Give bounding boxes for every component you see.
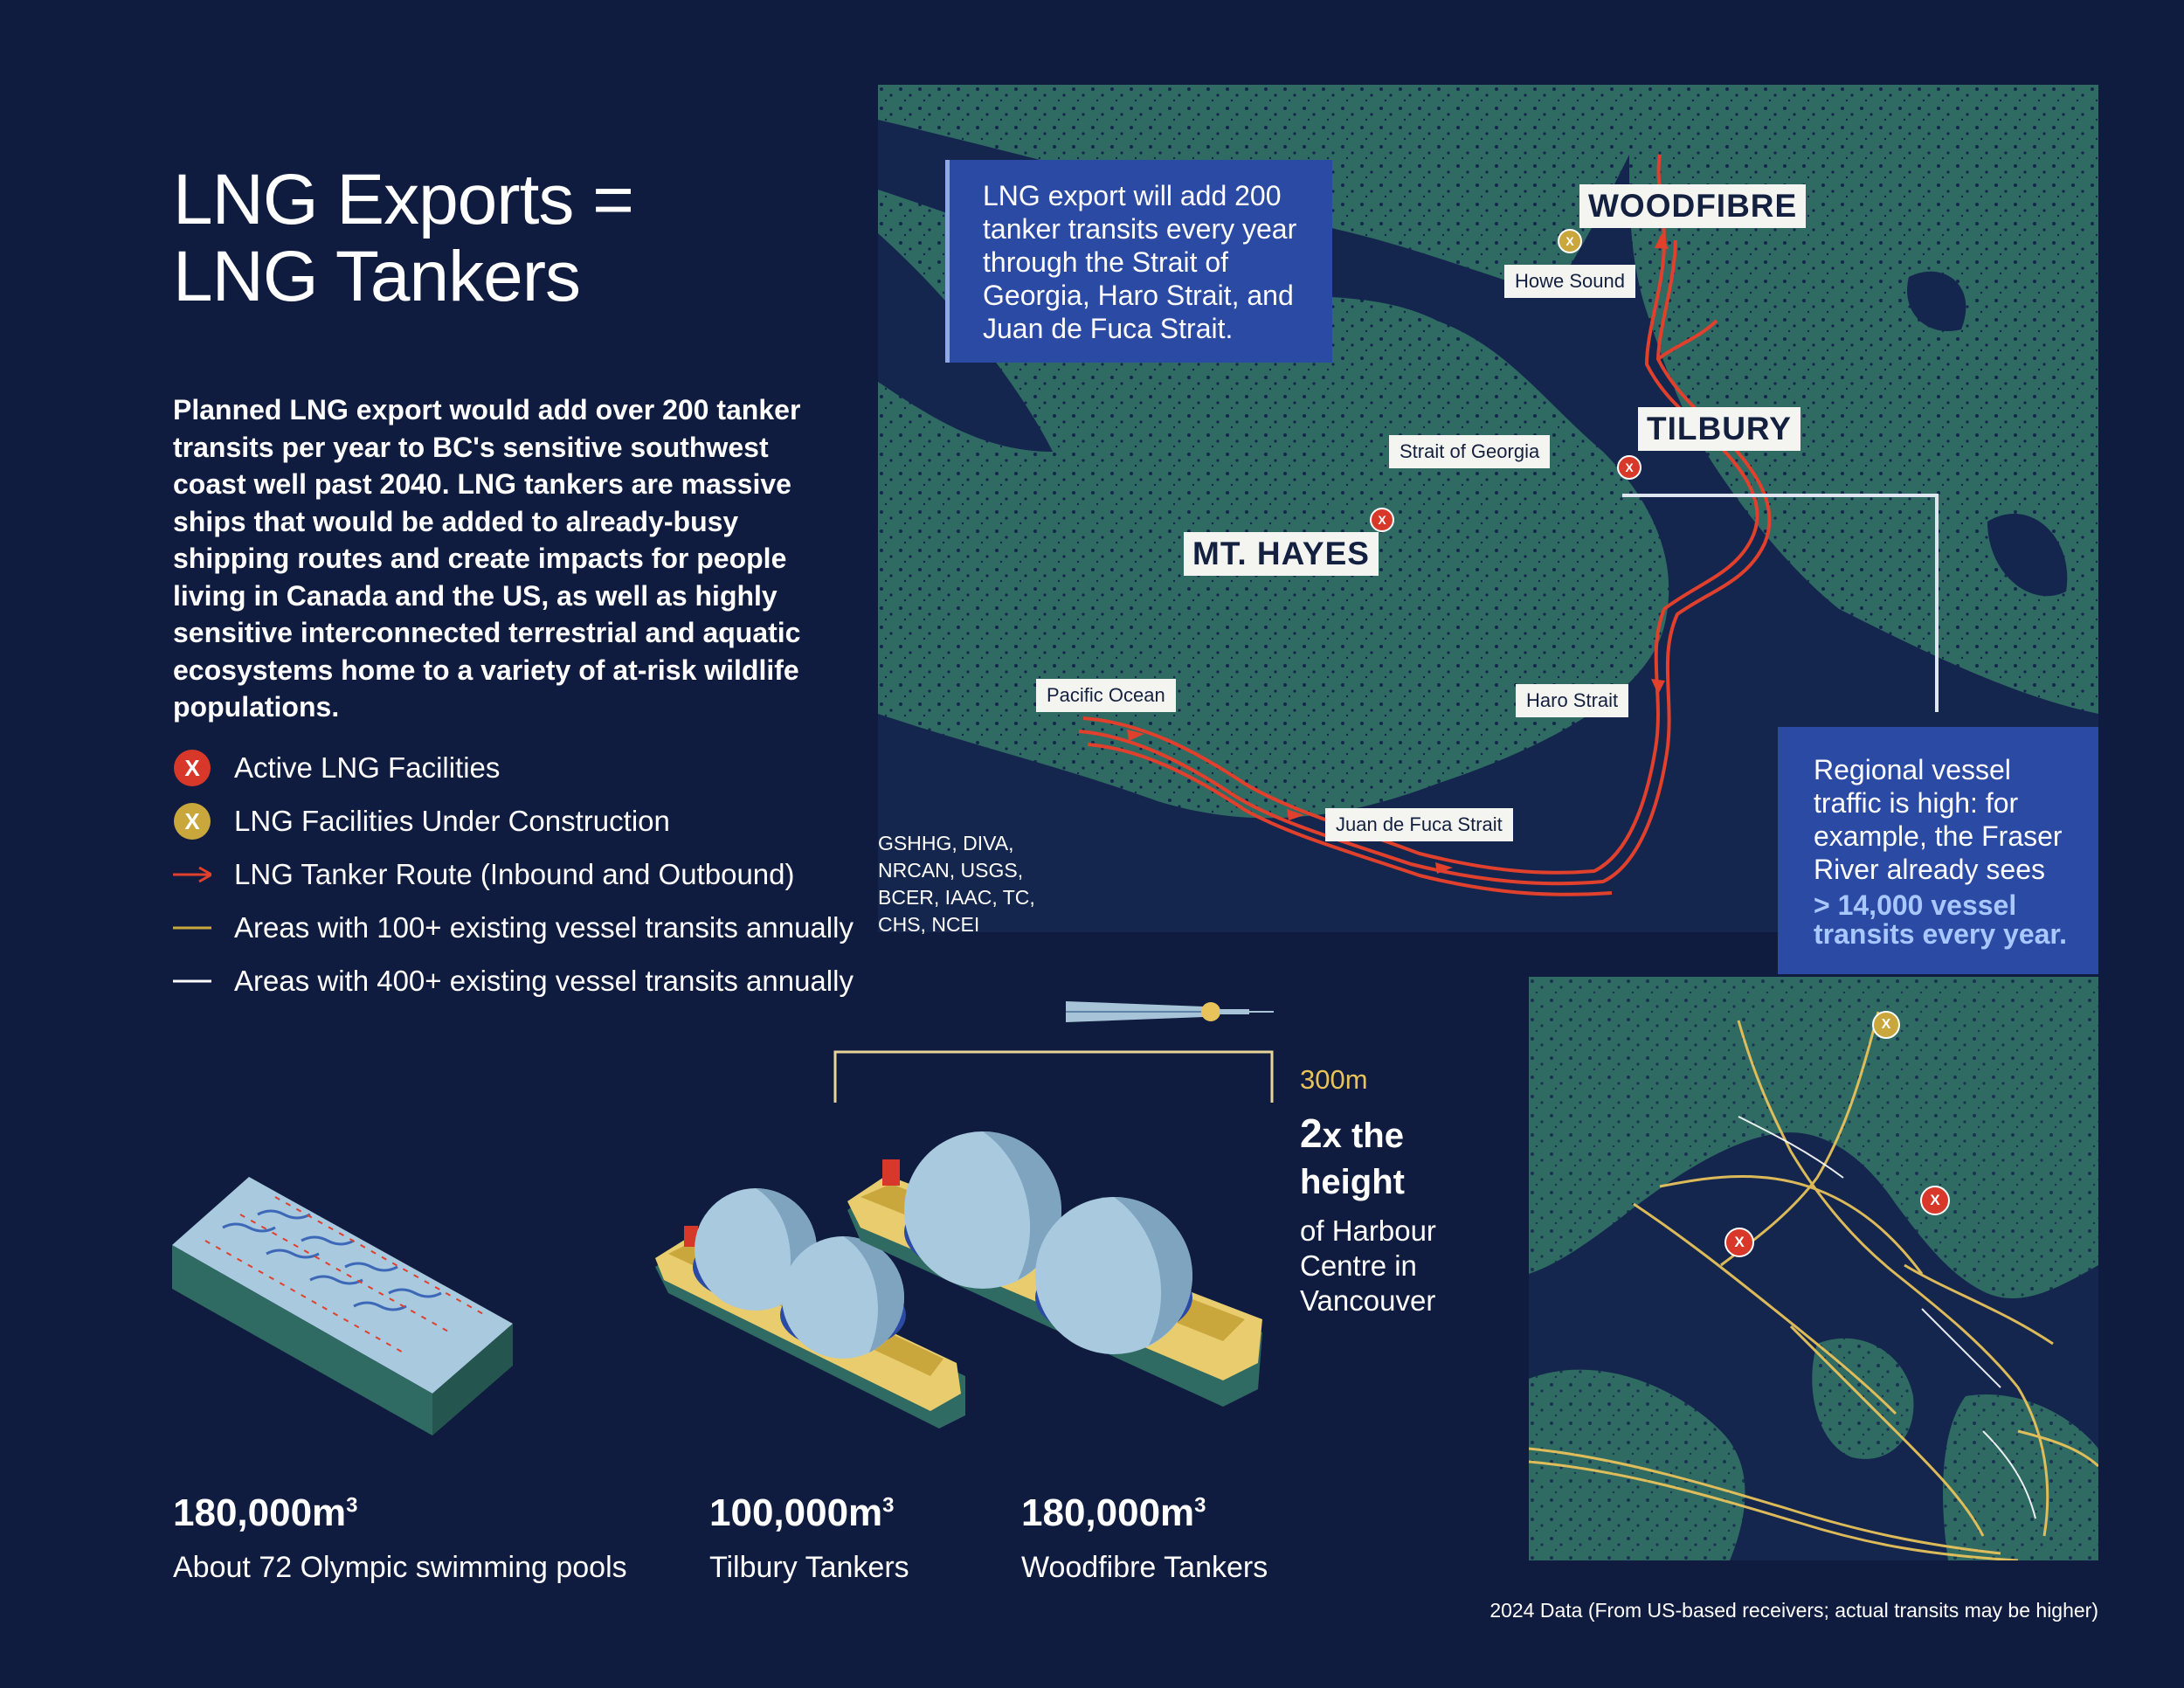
- traffic-woodfibre-marker-icon: X: [1872, 1011, 1900, 1039]
- white-line-icon: [173, 979, 211, 983]
- length-bracket: [833, 1050, 1274, 1103]
- label-tilbury: TILBURY: [1638, 407, 1800, 451]
- label-juan-de-fuca: Juan de Fuca Strait: [1325, 808, 1513, 841]
- mt-hayes-marker-icon: X: [1370, 508, 1394, 532]
- traffic-callout: Regional vessel traffic is high: for exa…: [1778, 727, 2098, 974]
- tilbury-tanker: [655, 1188, 965, 1429]
- map-callout-text: LNG export will add 200 tanker transits …: [983, 180, 1297, 344]
- route-arrow-icon: [173, 866, 211, 883]
- label-mt-hayes: MT. HAYES: [1184, 532, 1379, 576]
- legend-transits-100-label: Areas with 100+ existing vessel transits…: [234, 911, 854, 944]
- label-haro-strait: Haro Strait: [1516, 684, 1629, 717]
- map-sources: GSHHG, DIVA, NRCAN, USGS, BCER, IAAC, TC…: [878, 832, 1035, 936]
- stat-woodfibre-value: 180,000m3: [1021, 1491, 1206, 1535]
- construction-facility-icon: X: [174, 803, 211, 840]
- lng-tankers-illustration: [655, 1131, 1262, 1429]
- stat-tilbury-unit-exponent: 3: [882, 1493, 895, 1518]
- traffic-callout-highlight: > 14,000 vessel transits every year.: [1814, 889, 2067, 950]
- stat-woodfibre-number: 180,000m: [1021, 1491, 1195, 1534]
- footnote: 2024 Data (From US-based receivers; actu…: [1489, 1599, 2098, 1622]
- stat-tilbury-value: 100,000m3: [709, 1491, 895, 1535]
- label-strait-georgia: Strait of Georgia: [1389, 435, 1551, 468]
- woodfibre-marker-icon: X: [1558, 229, 1582, 253]
- height-headline: 2x the height: [1300, 1111, 1405, 1204]
- legend-transits-400-label: Areas with 400+ existing vessel transits…: [234, 965, 854, 997]
- traffic-tilbury-marker-icon: X: [1920, 1186, 1950, 1215]
- harbour-centre-tower-icon: [1066, 1001, 1274, 1022]
- stat-woodfibre-unit-exponent: 3: [1194, 1493, 1206, 1518]
- gold-line-icon: [173, 926, 211, 930]
- stat-woodfibre-label: Woodfibre Tankers: [1021, 1551, 1268, 1584]
- traffic-mt-hayes-marker-icon: X: [1724, 1228, 1754, 1257]
- legend-route-label: LNG Tanker Route (Inbound and Outbound): [234, 858, 795, 890]
- legend-transits-100: Areas with 100+ existing vessel transits…: [173, 908, 854, 948]
- legend-route: LNG Tanker Route (Inbound and Outbound): [173, 854, 795, 895]
- length-measure: 300m: [1300, 1064, 1368, 1095]
- label-pacific-ocean: Pacific Ocean: [1036, 679, 1176, 712]
- page-title: LNG Exports = LNG Tankers: [173, 160, 634, 316]
- woodfibre-tanker: [847, 1131, 1262, 1407]
- stat-tilbury-number: 100,000m: [709, 1491, 883, 1534]
- height-headline-number: 2: [1300, 1110, 1323, 1156]
- legend-active: X Active LNG Facilities: [173, 748, 500, 788]
- height-headline-rest: x the height: [1300, 1117, 1405, 1201]
- legend-construction-label: LNG Facilities Under Construction: [234, 805, 670, 837]
- active-facility-icon: X: [174, 750, 211, 786]
- traffic-callout-text: Regional vessel traffic is high: for exa…: [1814, 754, 2063, 885]
- height-subtext: of Harbour Centre in Vancouver: [1300, 1214, 1436, 1317]
- legend-construction: X LNG Facilities Under Construction: [173, 801, 670, 841]
- label-howe-sound: Howe Sound: [1504, 265, 1635, 298]
- legend-active-label: Active LNG Facilities: [234, 751, 501, 784]
- stat-pools-value: 180,000m3: [173, 1491, 358, 1535]
- tilbury-marker-icon: X: [1617, 455, 1641, 480]
- intro-paragraph: Planned LNG export would add over 200 ta…: [173, 394, 801, 723]
- traffic-map: [1529, 977, 2098, 1560]
- stat-tilbury-label: Tilbury Tankers: [709, 1551, 909, 1584]
- stat-pools-label: About 72 Olympic swimming pools: [173, 1551, 627, 1584]
- swimming-pool-block-illustration: [172, 1177, 513, 1435]
- stat-pools-number: 180,000m: [173, 1491, 347, 1534]
- label-woodfibre: WOODFIBRE: [1579, 184, 1807, 228]
- legend-transits-400: Areas with 400+ existing vessel transits…: [173, 961, 854, 1001]
- map-callout: LNG export will add 200 tanker transits …: [945, 160, 1332, 363]
- stat-pools-unit-exponent: 3: [346, 1493, 358, 1518]
